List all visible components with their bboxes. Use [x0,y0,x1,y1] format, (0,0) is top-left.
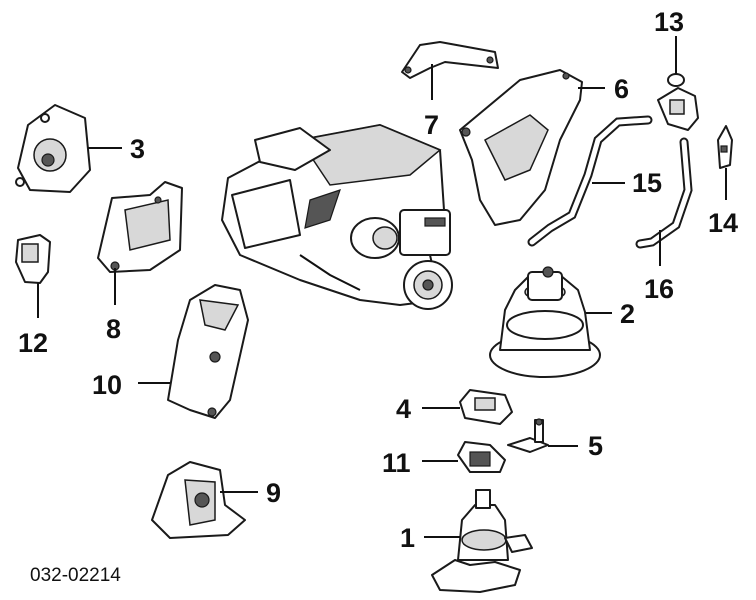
callout-6: 6 [614,74,629,104]
callout-1: 1 [400,523,415,553]
part-3-upper-mount [15,104,122,193]
part-2-front-mount [489,266,612,378]
engine-assembly [221,124,453,310]
callout-11: 11 [382,448,411,478]
part-6-bracket [459,69,605,226]
part-1-transmission-mount [424,489,533,593]
callout-8: 8 [106,314,121,344]
part-15-hose [527,115,653,247]
callout-13: 13 [654,7,684,37]
callout-16: 16 [644,274,674,304]
part-11-stopper [422,441,506,473]
part-10-bracket [138,284,249,419]
callout-12: 12 [18,328,48,358]
callout-14: 14 [708,208,738,238]
callout-10: 10 [92,370,122,400]
part-4-bracket [422,389,513,425]
callout-4: 4 [396,394,411,424]
callout-3: 3 [130,134,145,164]
part-9-rear-mount [151,461,258,539]
callout-5: 5 [588,431,603,461]
part-12-stopper [15,234,51,318]
callout-9: 9 [266,478,281,508]
callout-15: 15 [632,168,662,198]
diagram-code: 032-02214 [30,565,121,586]
part-7-stay [401,41,499,100]
part-13-valve [657,36,699,131]
part-8-bracket [97,181,183,305]
part-5-bolt-bracket [507,418,578,453]
part-14-clip [717,125,733,200]
callout-2: 2 [620,299,635,329]
part-16-hose [635,137,693,266]
callout-7: 7 [424,110,439,140]
